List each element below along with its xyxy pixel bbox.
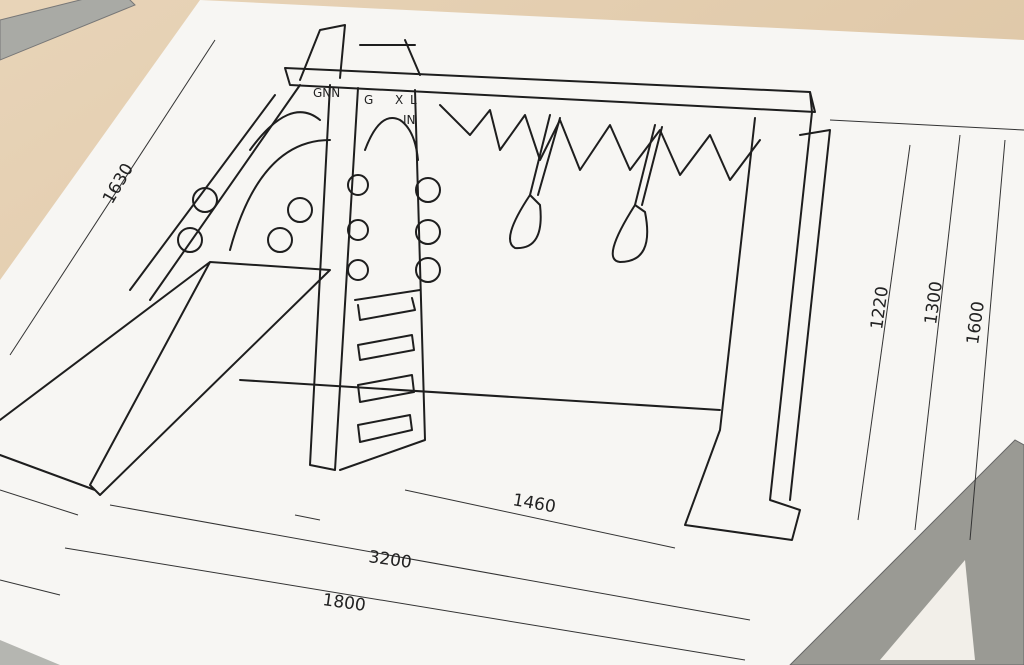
ladder-top <box>299 24 346 81</box>
beam-mark: IN <box>403 113 416 127</box>
swing-ring-left <box>509 194 542 250</box>
dimension-lines <box>0 39 1024 661</box>
ruler-top-left <box>0 0 136 61</box>
climbing-wall <box>129 84 301 301</box>
tower-arch <box>364 117 419 161</box>
swing-ring-right <box>611 204 649 263</box>
ladder-rungs <box>354 289 421 443</box>
playset-drawing <box>0 24 831 541</box>
bunting-flags <box>439 104 761 181</box>
top-beam <box>284 67 816 113</box>
beam-mark: GNN <box>313 86 340 100</box>
swing-rope-right <box>634 124 663 206</box>
set-square-triangle <box>789 439 1024 665</box>
beam-mark: X <box>395 93 403 107</box>
beam-mark: L <box>410 93 417 107</box>
slide <box>0 261 331 496</box>
tower-post-left <box>309 84 359 471</box>
swing-rope-left <box>529 114 561 196</box>
right-a-frame <box>684 91 813 541</box>
ruler-bottom <box>0 640 60 665</box>
bottom-rail <box>239 379 721 411</box>
beam-mark: G <box>364 93 373 107</box>
